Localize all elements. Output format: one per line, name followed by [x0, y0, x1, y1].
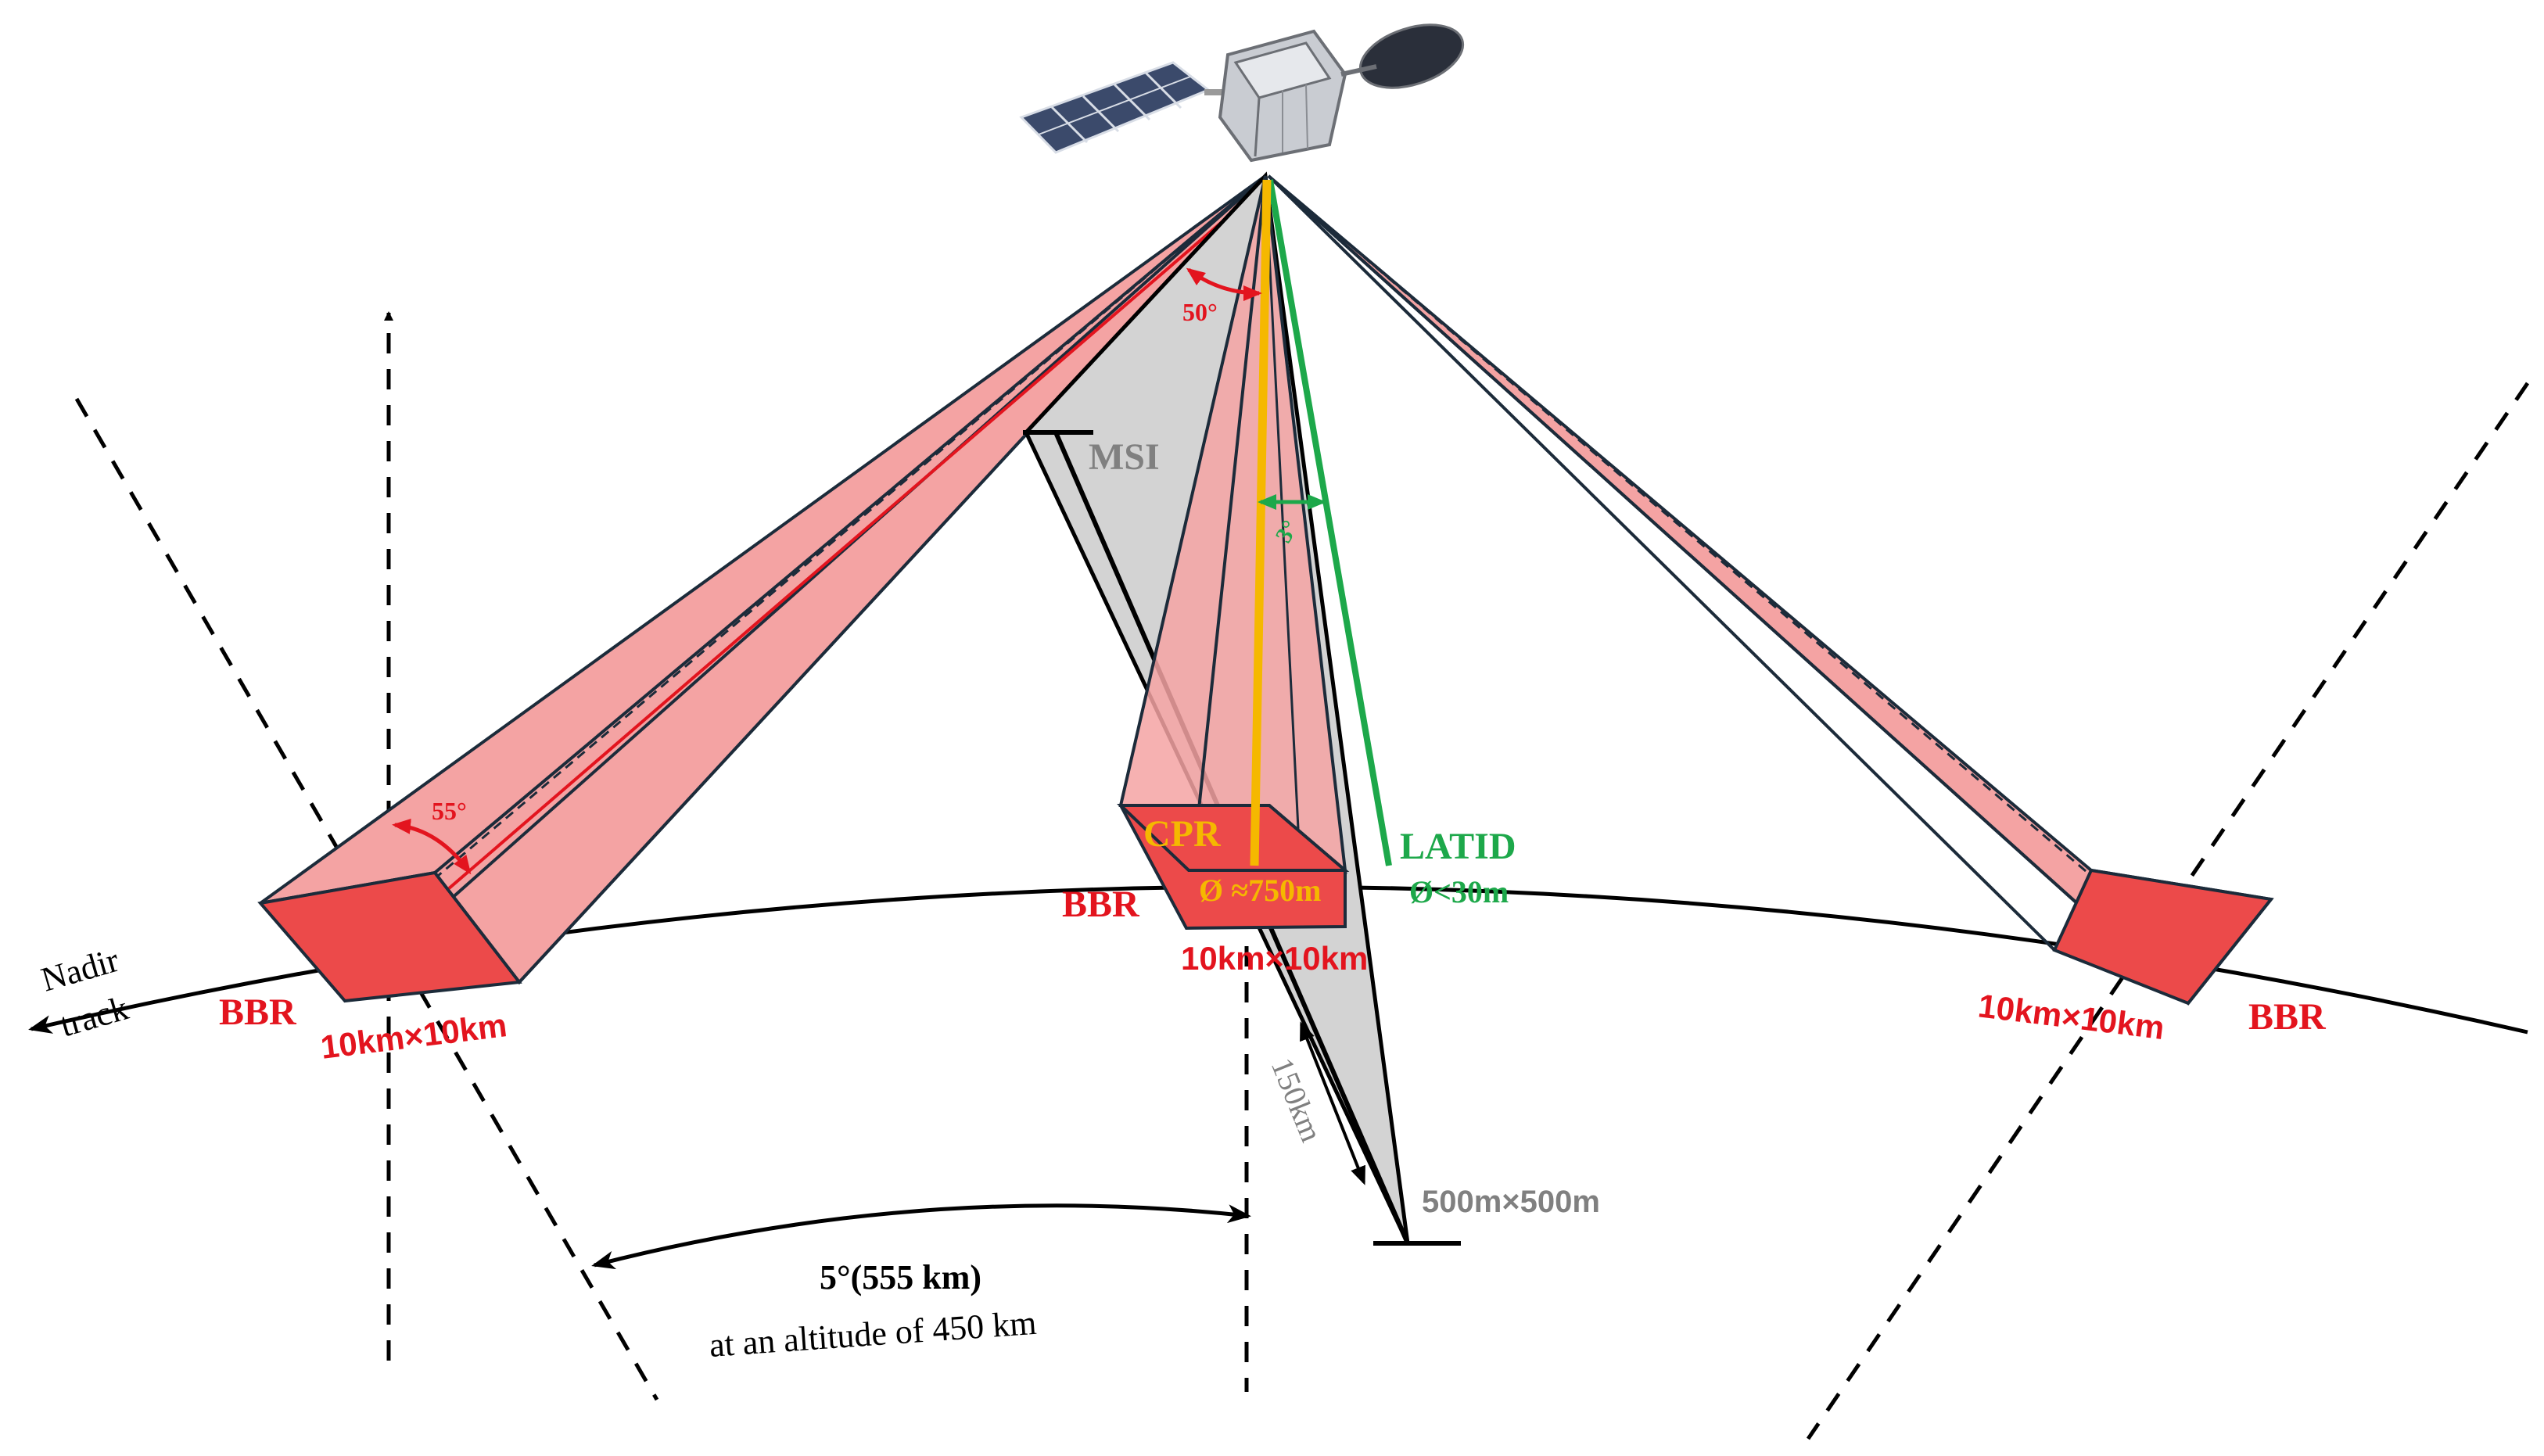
msi-swath-width-arrow	[1300, 1021, 1365, 1185]
center-bbr-label: BBR	[1062, 884, 1140, 925]
angle-55-label: 55°	[432, 797, 467, 825]
latid-beam-line	[1267, 179, 1392, 866]
right-bbr-label: BBR	[2248, 996, 2327, 1038]
altitude-label: at an altitude of 450 km	[708, 1304, 1038, 1365]
left-bbr-footprint	[257, 870, 522, 1003]
nadir-track-label-line2: track	[56, 988, 132, 1044]
offset-angle-label: 5°(555 km)	[820, 1258, 981, 1296]
latid-label: LATID	[1400, 826, 1516, 867]
right-bbr-footprint	[2052, 868, 2274, 1006]
left-bbr-label: BBR	[219, 992, 297, 1033]
left-bbr-footprint-label: 10km×10km	[318, 1006, 508, 1066]
cpr-beam-line	[1250, 179, 1272, 866]
latid-diameter-label: Ø<30m	[1409, 874, 1509, 909]
center-bbr-footprint-label: 10km×10km	[1181, 940, 1368, 977]
satellite-icon	[1019, 23, 1465, 163]
msi-label: MSI	[1089, 436, 1160, 478]
right-bbr-footprint-label: 10km×10km	[1976, 987, 2166, 1046]
cpr-label: CPR	[1143, 813, 1222, 855]
center-bbr-footprint-top	[1117, 804, 1350, 872]
offset-angle-arrow	[591, 1203, 1251, 1270]
angle-55-arc	[392, 818, 472, 875]
left-bbr-beam	[259, 174, 1267, 995]
angle-50-arc	[1186, 267, 1262, 301]
nadir-track-label-line1: Nadir	[37, 941, 123, 999]
angle-50-label: 50°	[1182, 298, 1218, 326]
msi-pixel-label: 500m×500m	[1422, 1185, 1600, 1219]
cpr-diameter-label: Ø ≈750m	[1199, 873, 1321, 908]
